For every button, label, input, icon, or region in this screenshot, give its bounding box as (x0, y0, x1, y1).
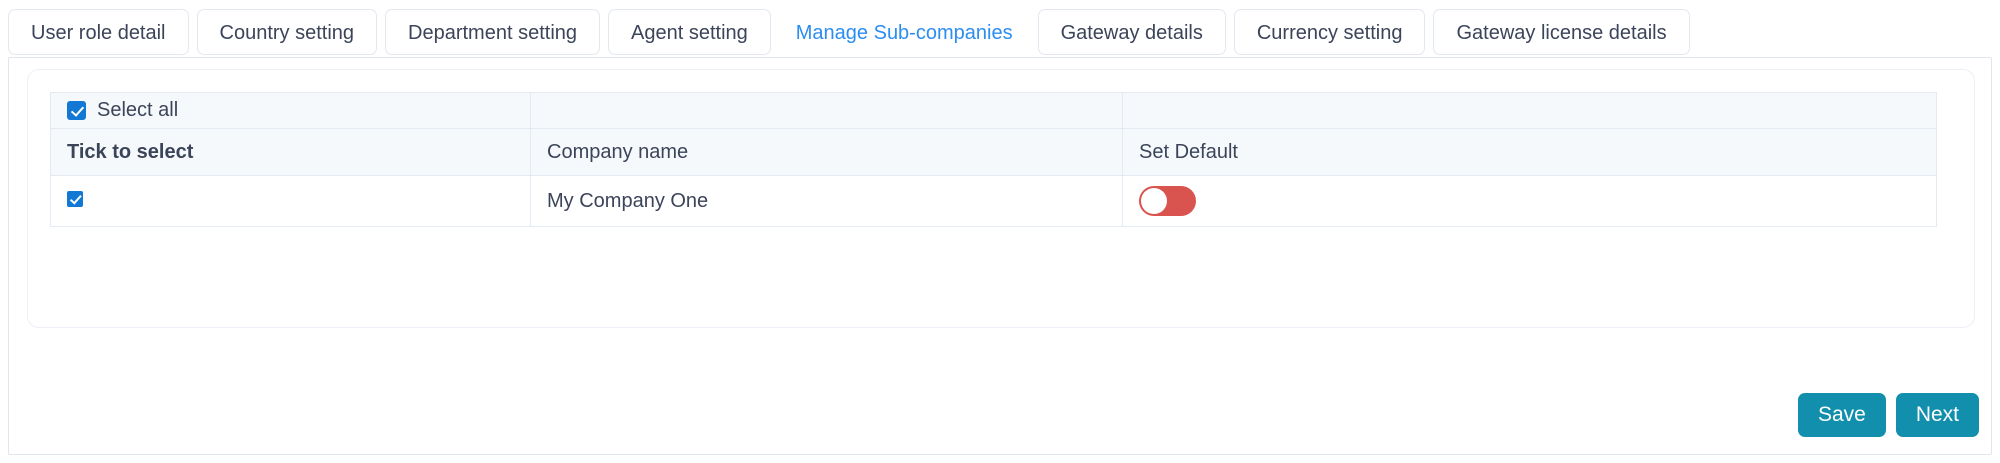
tab-manage-sub-companies[interactable]: Manage Sub-companies (795, 22, 1013, 44)
select-all-cell[interactable]: Select all (50, 92, 531, 129)
sub-companies-card: Select all Tick to select Company name S… (27, 69, 1975, 328)
row-set-default-cell (1122, 175, 1937, 227)
row-select-cell[interactable] (50, 175, 531, 227)
tab-gateway-details[interactable]: Gateway details (1037, 9, 1226, 55)
select-all-spacer-company (530, 92, 1123, 129)
tab-country-setting[interactable]: Country setting (196, 9, 378, 55)
tab-content-panel: Select all Tick to select Company name S… (8, 57, 1992, 455)
tab-department-setting[interactable]: Department setting (385, 9, 601, 55)
table-header-row: Tick to select Company name Set Default (50, 128, 1937, 176)
row-company-name: My Company One (530, 175, 1123, 227)
select-all-spacer-default (1122, 92, 1937, 129)
set-default-toggle[interactable] (1139, 186, 1196, 216)
tab-agent-setting[interactable]: Agent setting (608, 9, 771, 55)
tab-gateway-license-details[interactable]: Gateway license details (1433, 9, 1690, 55)
select-all-label: Select all (97, 99, 179, 121)
row-checkbox[interactable] (67, 190, 83, 207)
save-button[interactable]: Save (1797, 393, 1886, 437)
sub-companies-table: Select all Tick to select Company name S… (50, 92, 1937, 227)
select-all-row: Select all (50, 92, 1937, 129)
next-button[interactable]: Next (1895, 393, 1979, 437)
tab-user-role-detail[interactable]: User role detail (8, 9, 189, 55)
toggle-knob (1141, 188, 1167, 214)
footer-actions: Save Next (1797, 393, 1979, 437)
header-set-default: Set Default (1122, 128, 1937, 176)
tab-currency-setting[interactable]: Currency setting (1233, 9, 1426, 55)
header-tick-to-select: Tick to select (50, 128, 531, 176)
select-all-checkbox[interactable] (67, 101, 86, 120)
settings-tab-strip: User role detail Country setting Departm… (0, 0, 2000, 55)
header-company-name: Company name (530, 128, 1123, 176)
table-row: My Company One (50, 175, 1937, 227)
